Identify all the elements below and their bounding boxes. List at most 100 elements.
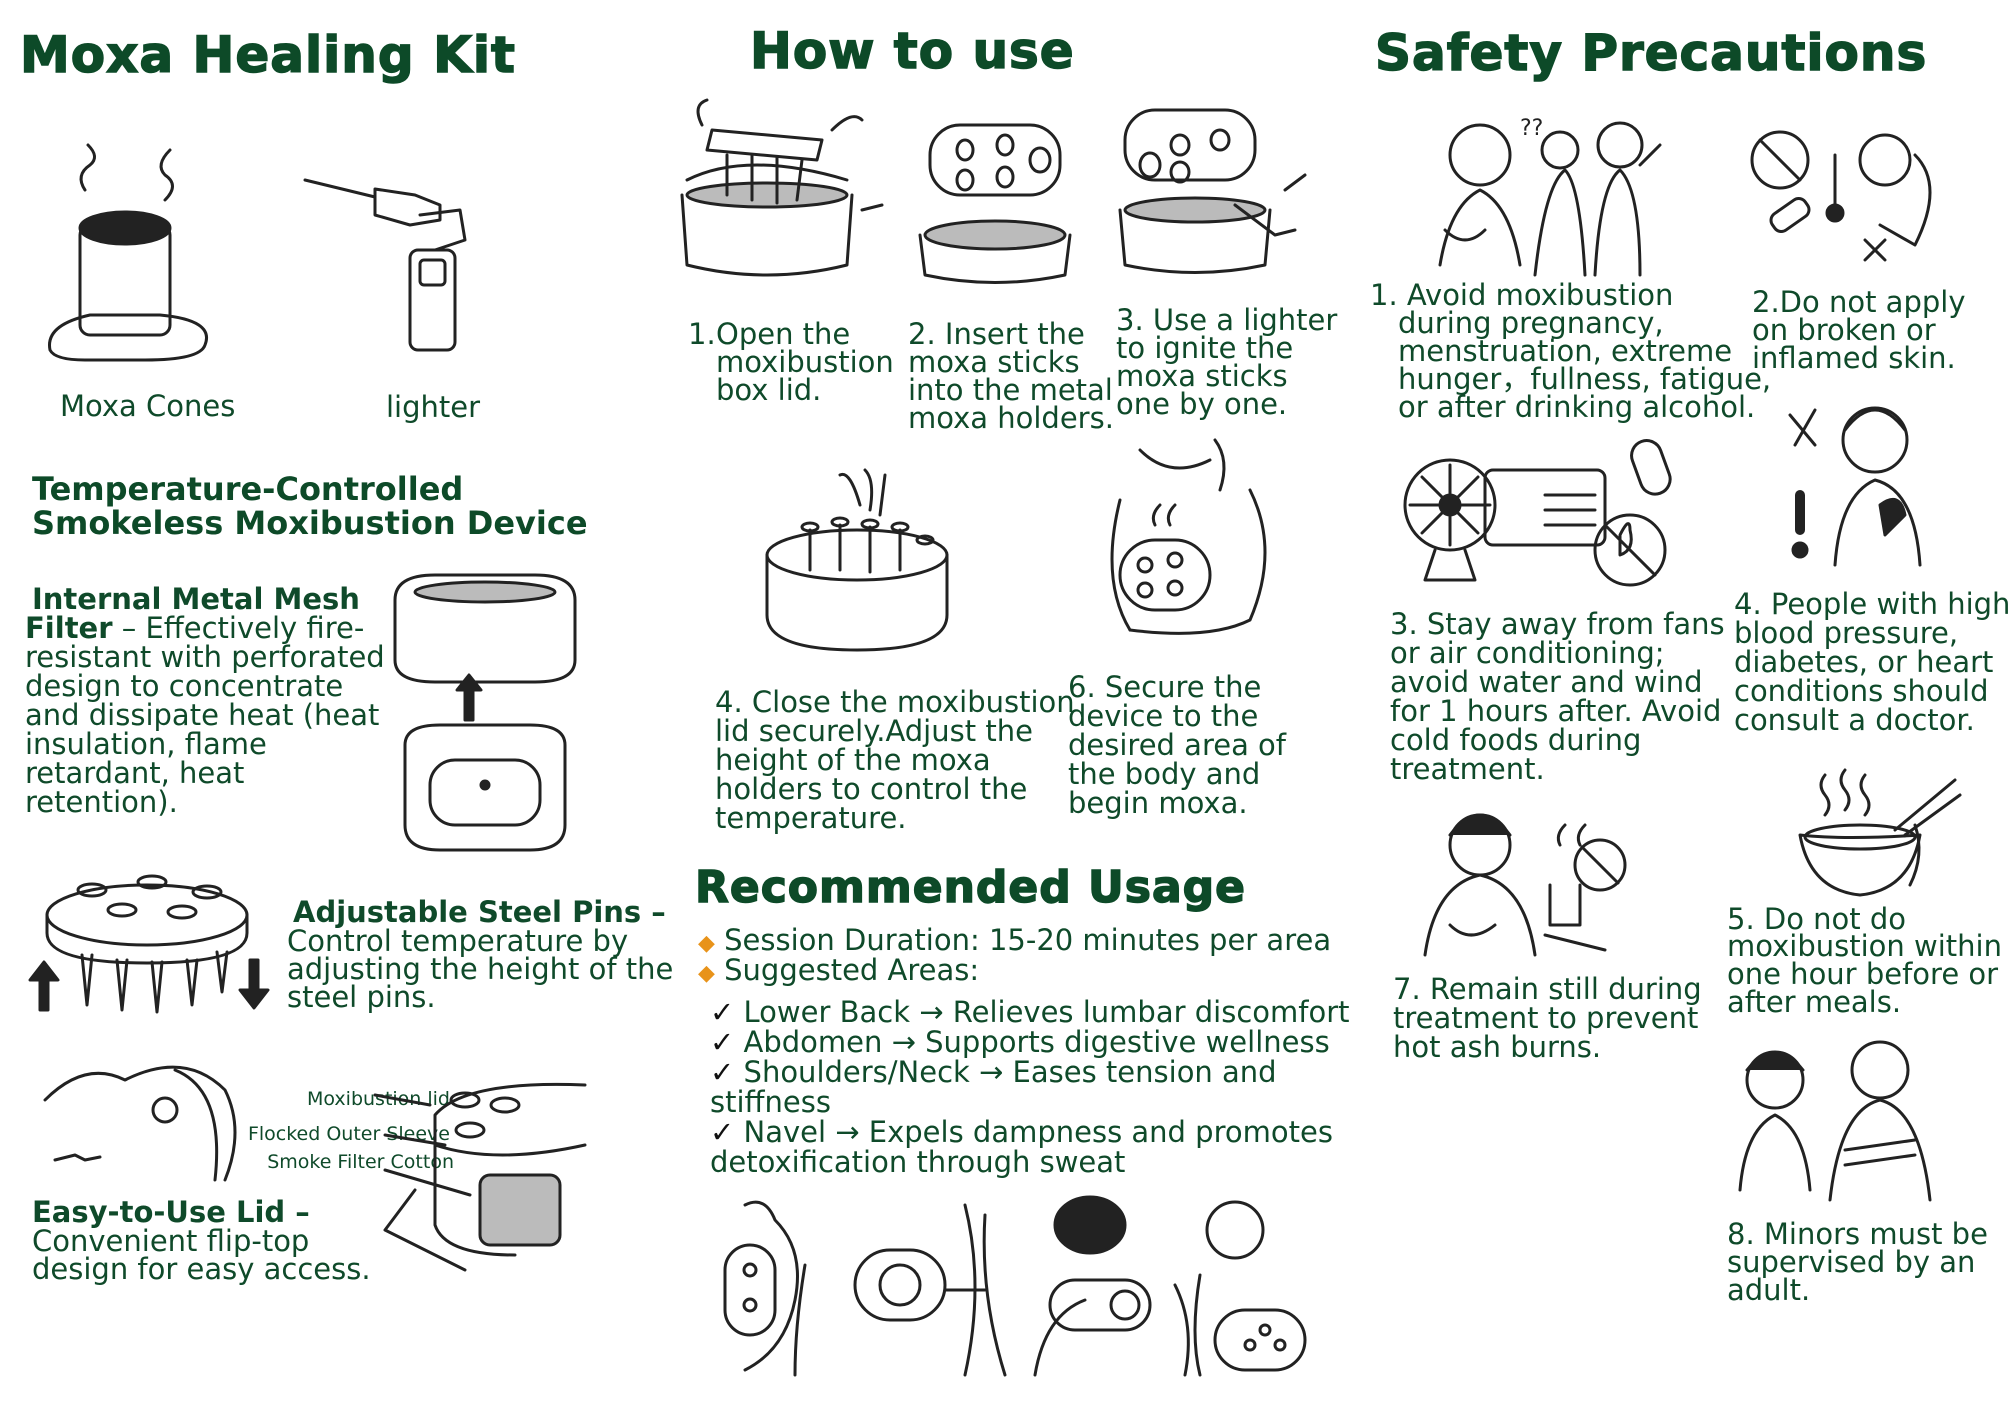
- howto-title: How to use: [749, 21, 1075, 81]
- lid-part-moxibustion-lid: Moxibustion lid: [306, 1088, 450, 1110]
- step-1-line-2: moxibustion: [716, 345, 894, 379]
- bowl-of-noodles-illustration: [1798, 768, 1962, 897]
- precaution-5-line-2: moxibustion within: [1727, 929, 2002, 963]
- step-6-line-1: 6. Secure the: [1068, 670, 1262, 704]
- mesh-description-line-6: retardant, heat: [25, 756, 245, 790]
- usage-area-shoulders: ✓ Shoulders/Neck → Eases tension and: [710, 1055, 1277, 1089]
- pins-description-line-3: steel pins.: [287, 980, 436, 1014]
- precaution-3-line-6: treatment.: [1390, 752, 1545, 786]
- lighter-label: lighter: [386, 390, 481, 424]
- mesh-title-line-1: Internal Metal Mesh: [32, 582, 360, 616]
- step-6-illustration: [1110, 438, 1267, 635]
- step-2-line-1: 2. Insert the: [908, 317, 1085, 351]
- precaution-3-line-1: 3. Stay away from fans: [1390, 607, 1725, 641]
- step-2-illustration: [918, 123, 1072, 284]
- usage-areas-heading: ◆ Suggested Areas:: [698, 953, 980, 987]
- diamond-bullet-icon: ◆: [698, 961, 715, 986]
- precaution-3-line-3: avoid water and wind: [1390, 665, 1703, 699]
- step-4-line-3: height of the moxa: [715, 743, 991, 777]
- precaution-8-line-2: supervised by an: [1727, 1245, 1976, 1279]
- precaution-4-line-4: conditions should: [1734, 674, 1989, 708]
- step-6-line-3: desired area of: [1068, 728, 1287, 762]
- usage-area-navel: ✓ Navel → Expels dampness and promotes: [710, 1115, 1333, 1149]
- checkmark-icon: ✓: [710, 995, 735, 1029]
- precaution-2-line-1: 2.Do not apply: [1752, 285, 1966, 319]
- diamond-bullet-icon: ◆: [698, 931, 715, 956]
- precaution-1-line-3: menstruation, extreme: [1398, 334, 1733, 368]
- pins-description-line-1: Control temperature by: [287, 924, 629, 958]
- heart-condition-illustration: [1788, 406, 1922, 567]
- device-title-line-1: Temperature-Controlled: [32, 470, 464, 508]
- precaution-4-line-5: consult a doctor.: [1734, 703, 1975, 737]
- steel-pins-illustration: [28, 874, 270, 1014]
- fan-air-conditioner-illustration: [1403, 439, 1672, 587]
- precaution-3-line-5: cold foods during: [1390, 723, 1642, 757]
- safety-title: Safety Precautions: [1374, 23, 1928, 83]
- step-3-illustration: [1118, 108, 1307, 274]
- usage-duration: ◆ Session Duration: 15-20 minutes per ar…: [698, 923, 1332, 957]
- precaution-4-line-2: blood pressure,: [1734, 616, 1959, 650]
- lid-description-line-1: Convenient flip-top: [32, 1224, 310, 1258]
- step-4-line-1: 4. Close the moxibustion: [715, 685, 1075, 719]
- precaution-5-line-1: 5. Do not do: [1727, 902, 1907, 936]
- mesh-description-line-1: Filter – Effectively fire-: [25, 611, 365, 645]
- kit-title: Moxa Healing Kit: [19, 25, 516, 85]
- mesh-description-line-4: and dissipate heat (heat: [25, 698, 380, 732]
- usage-area-shoulders-cont: stiffness: [710, 1085, 831, 1119]
- step-2-line-2: moxa sticks: [908, 345, 1080, 379]
- step-1-number: 1.: [688, 317, 716, 351]
- checkmark-icon: ✓: [710, 1115, 735, 1149]
- step-4-line-4: holders to control the: [715, 772, 1028, 806]
- step-6-line-5: begin moxa.: [1068, 786, 1248, 820]
- minors-supervised-illustration: [1738, 1040, 1932, 1202]
- step-4-illustration: [765, 468, 949, 652]
- usage-area-lower-back: ✓ Lower Back → Relieves lumbar discomfor…: [710, 995, 1350, 1029]
- precaution-7-line-1: 7. Remain still during: [1393, 972, 1702, 1006]
- step-3-line-3: moxa sticks: [1116, 359, 1288, 393]
- step-4-line-2: lid securely.Adjust the: [715, 714, 1033, 748]
- lid-part-flocked-outer-sleeve: Flocked Outer Sleeve: [247, 1123, 450, 1145]
- lid-description-line-2: design for easy access.: [32, 1252, 371, 1286]
- pregnancy-fatigue-illustration: ??: [1438, 116, 1662, 277]
- precaution-1-line-5: or after drinking alcohol.: [1398, 390, 1756, 424]
- pins-description-line-2: adjusting the height of the: [287, 952, 674, 986]
- step-1-line-3: box lid.: [716, 373, 822, 407]
- precaution-1-line-4: hunger，fullness, fatigue,: [1398, 362, 1772, 396]
- step-2-line-4: moxa holders.: [908, 401, 1114, 435]
- body-application-illustration: [723, 1195, 1307, 1377]
- mesh-description-line-3: design to concentrate: [25, 669, 344, 703]
- step-1-line-1: Open the: [716, 317, 851, 351]
- lid-exploded-illustration: [373, 1082, 587, 1272]
- remain-still-illustration: [1423, 813, 1627, 957]
- step-1-illustration: [680, 98, 884, 277]
- precaution-3-line-2: or air conditioning;: [1390, 636, 1665, 670]
- moxa-cones-label: Moxa Cones: [60, 389, 236, 423]
- svg-text:??: ??: [1520, 116, 1543, 141]
- step-6-line-2: device to the: [1068, 699, 1259, 733]
- precaution-2-line-3: inflamed skin.: [1752, 341, 1956, 375]
- device-title-line-2: Smokeless Moxibustion Device: [32, 504, 588, 542]
- precaution-5-line-3: one hour before or: [1727, 957, 1999, 991]
- usage-title: Recommended Usage: [694, 861, 1246, 914]
- precaution-4-line-3: diabetes, or heart: [1734, 645, 1994, 679]
- step-3-line-2: to ignite the: [1116, 331, 1294, 365]
- precaution-2-line-2: on broken or: [1752, 313, 1936, 347]
- precaution-7-line-3: hot ash burns.: [1393, 1030, 1602, 1064]
- lid-part-smoke-filter-cotton: Smoke Filter Cotton: [267, 1151, 454, 1173]
- usage-area-abdomen: ✓ Abdomen → Supports digestive wellness: [710, 1025, 1330, 1059]
- moxa-cone-illustration: [48, 143, 208, 362]
- mesh-filter-illustration: [393, 573, 577, 852]
- lid-title: Easy-to-Use Lid –: [32, 1195, 310, 1229]
- step-6-line-4: the body and: [1068, 757, 1261, 791]
- checkmark-icon: ✓: [710, 1025, 735, 1059]
- checkmark-icon: ✓: [710, 1055, 735, 1089]
- broken-skin-illustration: [1750, 130, 1932, 262]
- mesh-description-line-2: resistant with perforated: [25, 640, 385, 674]
- step-2-line-3: into the metal: [908, 373, 1113, 407]
- precaution-4-line-1: 4. People with high: [1734, 587, 2010, 621]
- mesh-description-line-7: retention).: [25, 785, 178, 819]
- precaution-3-line-4: for 1 hours after. Avoid: [1390, 694, 1722, 728]
- precaution-1-line-2: during pregnancy,: [1398, 306, 1664, 340]
- lighter-illustration: [303, 178, 467, 352]
- precaution-8-line-3: adult.: [1727, 1273, 1811, 1307]
